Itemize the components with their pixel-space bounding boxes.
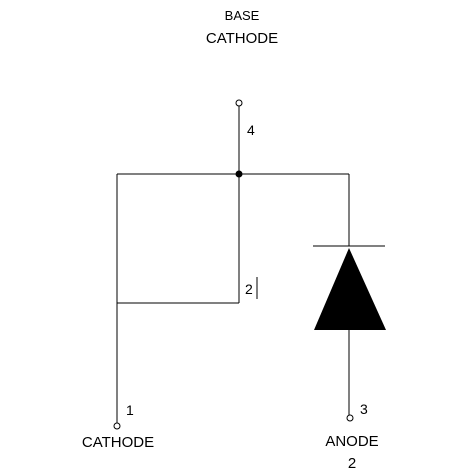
- pin1-terminal: [113, 422, 121, 430]
- pin4-terminal: [235, 99, 243, 107]
- pin1-cathode-label: CATHODE: [82, 434, 154, 451]
- pin3-terminal: [346, 414, 354, 422]
- pin3-anode-label: ANODE: [325, 433, 378, 450]
- pin1-number: 1: [126, 402, 134, 418]
- pin3-anode-subscript: 2: [348, 455, 356, 472]
- header-base-label: BASE: [225, 8, 260, 23]
- diode-triangle: [314, 248, 386, 330]
- pin2-number: 2: [245, 281, 253, 297]
- pin4-number: 4: [247, 122, 255, 138]
- pin3-number: 3: [360, 401, 368, 417]
- header-cathode-label: CATHODE: [206, 30, 278, 47]
- diode-icon: [313, 245, 386, 330]
